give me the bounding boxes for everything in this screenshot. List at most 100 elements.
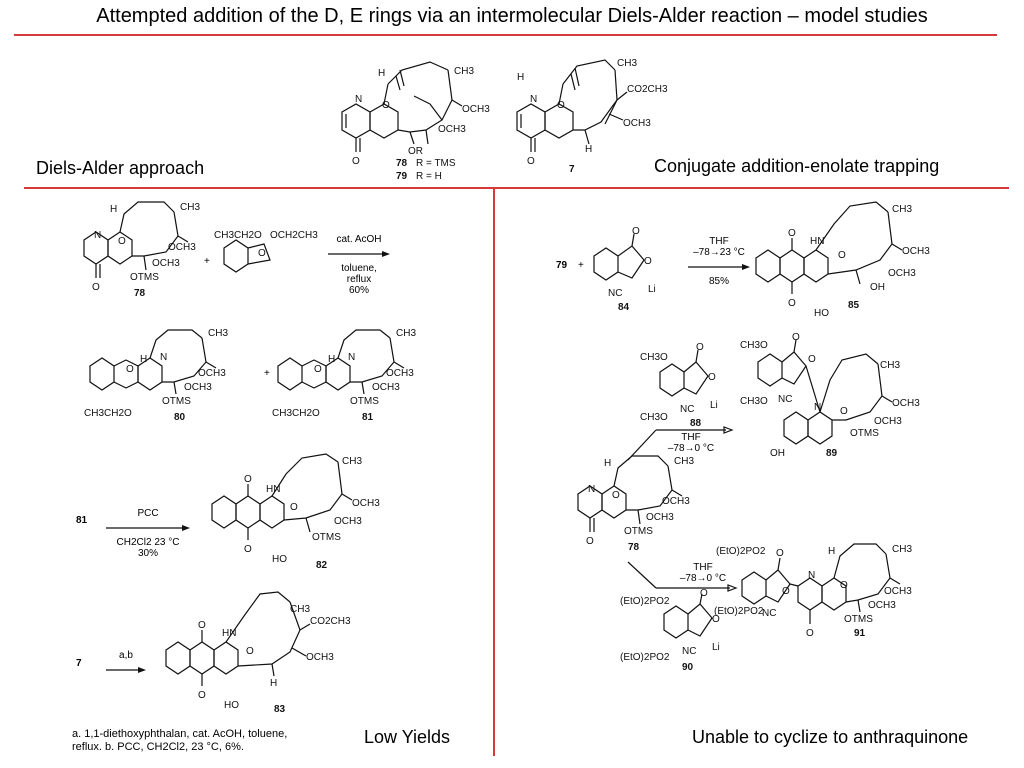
left-r4-product-83: O O HN HO O CH3 CO2CH3 OCH3 H 83 <box>165 591 351 715</box>
r3-91-ok: O <box>806 628 814 639</box>
r1-85-ho: HO <box>814 308 829 319</box>
l3-ho: HO <box>272 554 287 565</box>
l3-cond-yield: 30% <box>137 548 158 559</box>
r1-85-o-bot: O <box>788 298 796 309</box>
s78-o-ketone: O <box>352 156 360 167</box>
l1-reagent-o: O <box>258 248 266 259</box>
r1-84-o: O <box>632 226 640 237</box>
l1-cond-top: cat. AcOH <box>336 234 382 245</box>
r3-90-o2: O <box>712 614 720 625</box>
l1-och3b: OCH3 <box>152 258 180 269</box>
l1-arrow-block: cat. AcOH toluene, reflux 60% <box>328 234 390 296</box>
footnote-line-2: reflux. b. PCC, CH2Cl2, 23 °C, 6%. <box>72 741 244 753</box>
section-divider <box>24 187 1009 189</box>
r2-89-och3b: OCH3 <box>874 416 902 427</box>
l3-ch3: CH3 <box>342 456 362 467</box>
right-center-78: N H O CH3 OCH3 OCH3 OTMS O 78 <box>577 455 694 553</box>
r3-90-num: 90 <box>682 662 694 673</box>
r3-91-po-b: (EtO)2PO2 <box>714 606 764 617</box>
l3-hn: HN <box>266 484 280 495</box>
c78-ok: O <box>586 536 594 547</box>
r1-84-o2: O <box>644 256 652 267</box>
r2-cond-top: THF <box>681 432 701 443</box>
l1-reagent-a: CH3CH2O <box>214 230 262 241</box>
l4-num: 83 <box>274 704 286 715</box>
r2-arrow <box>627 426 734 461</box>
r1-sm: 79 <box>556 260 568 271</box>
r3-91-po-a: (EtO)2PO2 <box>716 546 766 557</box>
r2-89-ch3o-b: CH3O <box>740 396 768 407</box>
r3-91-ch3: CH3 <box>892 544 912 555</box>
r2-89-o2: O <box>808 354 816 365</box>
r3-90-po-a: (EtO)2PO2 <box>620 596 670 607</box>
left-r3-product-82: O O HN HO O CH3 OCH3 OCH3 OTMS 82 <box>211 453 380 571</box>
r1-85-oh: OH <box>870 282 885 293</box>
r1-85-o-bridge: O <box>838 250 846 261</box>
s78-och3-b: OCH3 <box>438 124 466 135</box>
l1-cond-yield: 60% <box>348 285 369 296</box>
r2-89-oh: OH <box>770 448 785 459</box>
s78-n: N <box>355 94 362 105</box>
r3-91-och3: OCH3 <box>884 586 912 597</box>
slide-title: Attempted addition of the D, E rings via… <box>96 5 928 27</box>
s78-legend-79-r: R = H <box>416 171 442 182</box>
column-divider <box>493 188 495 756</box>
left-r1-reagent-phthalan: CH3CH2O OCH2CH3 O <box>214 230 318 273</box>
s7-o-ketone: O <box>527 156 535 167</box>
l1-sm-num: 78 <box>134 288 146 299</box>
title-divider <box>14 34 997 36</box>
l4-ho: HO <box>224 700 239 711</box>
r1-cond-yield: 85% <box>708 276 729 287</box>
r1-84-num: 84 <box>618 302 630 313</box>
r3-91-n: N <box>808 570 815 581</box>
s7-num: 7 <box>569 164 575 175</box>
l1-och3: OCH3 <box>168 242 196 253</box>
s7-n: N <box>530 94 537 105</box>
r3-91-o3: O <box>840 580 848 591</box>
s78-legend-78-r: R = TMS <box>416 158 456 169</box>
l1-n: N <box>94 230 101 241</box>
l2-81-n: N <box>348 352 355 363</box>
s7-ch3: CH3 <box>617 58 637 69</box>
c78-och3: OCH3 <box>662 496 690 507</box>
l3-cond-top: PCC <box>137 508 159 519</box>
l1-ok: O <box>92 282 100 293</box>
r2-88-li: Li <box>710 400 718 411</box>
l2-81-h: H <box>328 354 335 365</box>
s78-ch3: CH3 <box>454 66 474 77</box>
c78-o: O <box>612 490 620 501</box>
right-r2-product-89: CH3O CH3O O O NC N O CH3 OCH3 OCH3 OTMS … <box>740 332 920 459</box>
l2-81-och3: OCH3 <box>386 368 414 379</box>
r1-arrow-block: THF –78→23 °C 85% <box>688 236 750 287</box>
l3-sm: 81 <box>76 515 88 526</box>
l3-otms: OTMS <box>312 532 341 543</box>
footnote-line-1: a. 1,1-diethoxyphthalan, cat. AcOH, tolu… <box>72 728 288 740</box>
r3-91-nc: NC <box>762 608 776 619</box>
l2-80-ch3: CH3 <box>208 328 228 339</box>
r3-90-o: O <box>700 588 708 599</box>
r2-89-ch3o-a: CH3O <box>740 340 768 351</box>
l2-81-num: 81 <box>362 412 374 423</box>
s7-co2ch3: CO2CH3 <box>627 84 668 95</box>
left-heading: Diels-Alder approach <box>36 158 205 178</box>
r3-90-po-b: (EtO)2PO2 <box>620 652 670 663</box>
l2-80-och3: OCH3 <box>198 368 226 379</box>
l3-arrow <box>106 525 190 531</box>
l2-80-num: 80 <box>174 412 186 423</box>
l2-80-o: O <box>126 364 134 375</box>
s7-h2: H <box>585 144 592 155</box>
right-r2-reagent-88: CH3O CH3O O O NC Li 88 <box>640 342 718 429</box>
r3-90-li: Li <box>712 642 720 653</box>
r2-88-num: 88 <box>690 418 702 429</box>
left-r1-sm-78: N H O CH3 OCH3 OCH3 OTMS O 78 <box>83 201 200 299</box>
l2-81-och3b: OCH3 <box>372 382 400 393</box>
r1-85-num: 85 <box>848 300 860 311</box>
right-heading: Conjugate addition-enolate trapping <box>654 156 940 176</box>
s78-legend-79: 79 <box>396 171 408 182</box>
r3-91-o: O <box>776 548 784 559</box>
l4-cond: a,b <box>119 650 133 661</box>
c78-h: H <box>604 458 611 469</box>
l4-co2ch3: CO2CH3 <box>310 616 351 627</box>
c78-otms: OTMS <box>624 526 653 537</box>
l1-plus: + <box>204 256 210 267</box>
